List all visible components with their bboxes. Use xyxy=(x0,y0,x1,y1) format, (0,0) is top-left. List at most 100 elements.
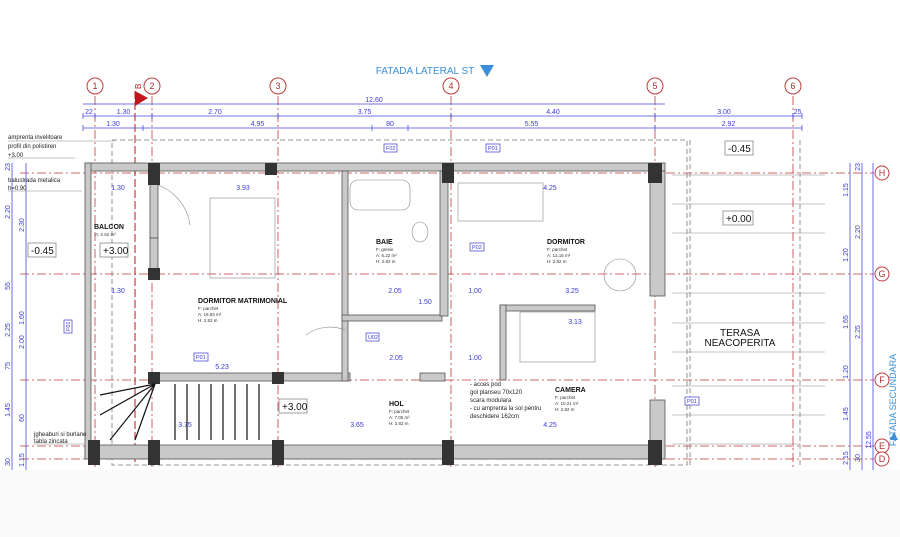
dimension-label: 1.30 xyxy=(111,288,125,295)
dimension-label: 1.50 xyxy=(418,299,432,306)
svg-text:F02: F02 xyxy=(386,146,395,152)
dimension-label: 2.05 xyxy=(389,355,403,362)
facade-arrow-icon xyxy=(480,65,494,77)
axis-label: 2 xyxy=(149,81,154,91)
svg-text:P01: P01 xyxy=(488,146,498,152)
svg-text:-0.45: -0.45 xyxy=(728,144,751,155)
svg-text:A: 19.63 m²: A: 19.63 m² xyxy=(198,312,222,317)
svg-text:deschidere 162cm: deschidere 162cm xyxy=(470,414,519,420)
section-marker-icon xyxy=(135,91,148,106)
stair-tread xyxy=(134,383,156,441)
room-camera: CAMERA F: parchet A: 10.21 m² H: 2.82 m xyxy=(555,387,586,412)
svg-text:-0.45: -0.45 xyxy=(31,246,54,257)
note-roof: amprenta invelitoare profil din polistir… xyxy=(8,135,115,159)
dimension-label: 1.30 xyxy=(117,109,131,116)
svg-text:NEACOPERITA: NEACOPERITA xyxy=(705,338,776,349)
axis-bubble xyxy=(86,77,104,95)
dimension-label: 1.60 xyxy=(19,311,26,325)
dimension-label: 60 xyxy=(19,414,26,422)
dimension-label: 5.55 xyxy=(525,121,539,128)
svg-text:profil din polistiren: profil din polistiren xyxy=(8,144,56,150)
svg-text:F: parchet: F: parchet xyxy=(547,247,568,252)
svg-text:TERASA: TERASA xyxy=(720,328,760,339)
dimension-label: 2.70 xyxy=(208,109,222,116)
svg-text:A: 6.22 m²: A: 6.22 m² xyxy=(376,253,397,258)
svg-text:+3.00: +3.00 xyxy=(103,246,129,257)
dimension-label: 75 xyxy=(5,362,12,370)
axis-label: 6 xyxy=(790,81,795,91)
tag-f01: F01 xyxy=(63,319,73,334)
svg-text:scara modulara: scara modulara xyxy=(470,398,512,404)
axis-label: G xyxy=(878,269,885,279)
dimension-label: 3.93 xyxy=(236,185,250,192)
svg-text:jgheaburi si burlane: jgheaburi si burlane xyxy=(33,432,87,438)
svg-text:FATADA SECUNDARA: FATADA SECUNDARA xyxy=(888,354,898,446)
axis-label: 3 xyxy=(275,81,280,91)
dimension-label: 1.15 xyxy=(843,183,850,197)
svg-text:P01: P01 xyxy=(196,355,206,361)
svg-text:A: 10.21 m²: A: 10.21 m² xyxy=(555,401,579,406)
dimension-label: 55 xyxy=(5,282,12,290)
dimension-label: 12.60 xyxy=(365,97,383,104)
dimension-label: 80 xyxy=(386,121,394,128)
dimension-label: 3.65 xyxy=(350,422,364,429)
dimension-label: 12.55 xyxy=(866,431,873,449)
svg-text:BALCON: BALCON xyxy=(94,224,124,231)
level-balcony: +3.00 xyxy=(99,242,129,258)
room-baie: BAIE F: gresie A: 6.22 m² H: 2.82 m xyxy=(376,239,397,264)
axis-label: D xyxy=(879,454,886,464)
dimension-label: 30 xyxy=(855,454,862,462)
axis-label: 4 xyxy=(448,81,453,91)
svg-text:F: parchet: F: parchet xyxy=(389,409,410,414)
dimension-label: 2.92 xyxy=(722,121,736,128)
tag-p01-camera: P01 xyxy=(684,396,700,406)
axis-bubble xyxy=(442,77,460,95)
svg-text:H: 2.82 m: H: 2.82 m xyxy=(198,318,218,323)
dimension-label: 2.20 xyxy=(855,225,862,239)
dimension-label: 30 xyxy=(5,458,12,466)
dimension-label: 1.30 xyxy=(106,121,120,128)
note-gutter: jgheaburi si burlane tabla zincata xyxy=(33,432,87,445)
svg-text:F01: F01 xyxy=(66,322,72,331)
furniture xyxy=(157,179,637,363)
dimension-label: 2.25 xyxy=(855,325,862,339)
svg-text:- cu amprenta la sol pentru: - cu amprenta la sol pentru xyxy=(470,406,541,412)
svg-text:+0.00: +0.00 xyxy=(726,214,752,225)
dimension-label: 1.15 xyxy=(19,453,26,467)
svg-text:+3.00: +3.00 xyxy=(8,153,24,159)
svg-text:DORMITOR MATRIMONIAL: DORMITOR MATRIMONIAL xyxy=(198,298,288,305)
dimension-label: 1.30 xyxy=(111,185,125,192)
stair-tread xyxy=(99,383,156,416)
dimension-label: 4.25 xyxy=(543,422,557,429)
room-dormitor: DORMITOR F: parchet A: 13.15 m² H: 2.82 … xyxy=(547,239,585,264)
room-dormitor-matrimonial: DORMITOR MATRIMONIAL F: parchet A: 19.63… xyxy=(198,298,288,323)
room-hol: HOL F: parchet A: 7.05 m² H: 2.82 m xyxy=(389,401,410,426)
dimension-label: 23 xyxy=(5,163,12,171)
axis-bubble xyxy=(143,77,161,95)
tag-u02: U02 xyxy=(365,332,380,342)
staircase xyxy=(99,383,260,441)
axis-bubble xyxy=(874,266,890,282)
terrace-boards xyxy=(672,140,825,465)
svg-text:A: 2.52 m²: A: 2.52 m² xyxy=(95,232,116,237)
note-railing: balustrada metalica h=0.90 xyxy=(8,178,82,192)
axis-bubble xyxy=(874,451,890,467)
dimension-label: 1.65 xyxy=(843,315,850,329)
stair-tread xyxy=(109,383,156,441)
svg-text:P01: P01 xyxy=(687,399,697,405)
axis-label: F xyxy=(879,375,885,385)
svg-text:H: 2.82 m: H: 2.82 m xyxy=(376,259,396,264)
dimension-label: 2.25 xyxy=(5,323,12,337)
dimension-label: 3.75 xyxy=(358,109,372,116)
dimension-label: 22 xyxy=(85,109,93,116)
dimension-label: 2.30 xyxy=(19,218,26,232)
dimension-label: 1.20 xyxy=(843,248,850,262)
dimension-label: 4.95 xyxy=(251,121,265,128)
svg-text:A: 7.05 m²: A: 7.05 m² xyxy=(389,415,410,420)
dimension-label: 2.00 xyxy=(19,335,26,349)
svg-text:H: 2.82 m: H: 2.82 m xyxy=(547,259,567,264)
tag-p01-top: P01 xyxy=(485,143,501,153)
svg-text:H: 2.82 m: H: 2.82 m xyxy=(555,407,575,412)
tag-f02: F02 xyxy=(383,143,398,153)
